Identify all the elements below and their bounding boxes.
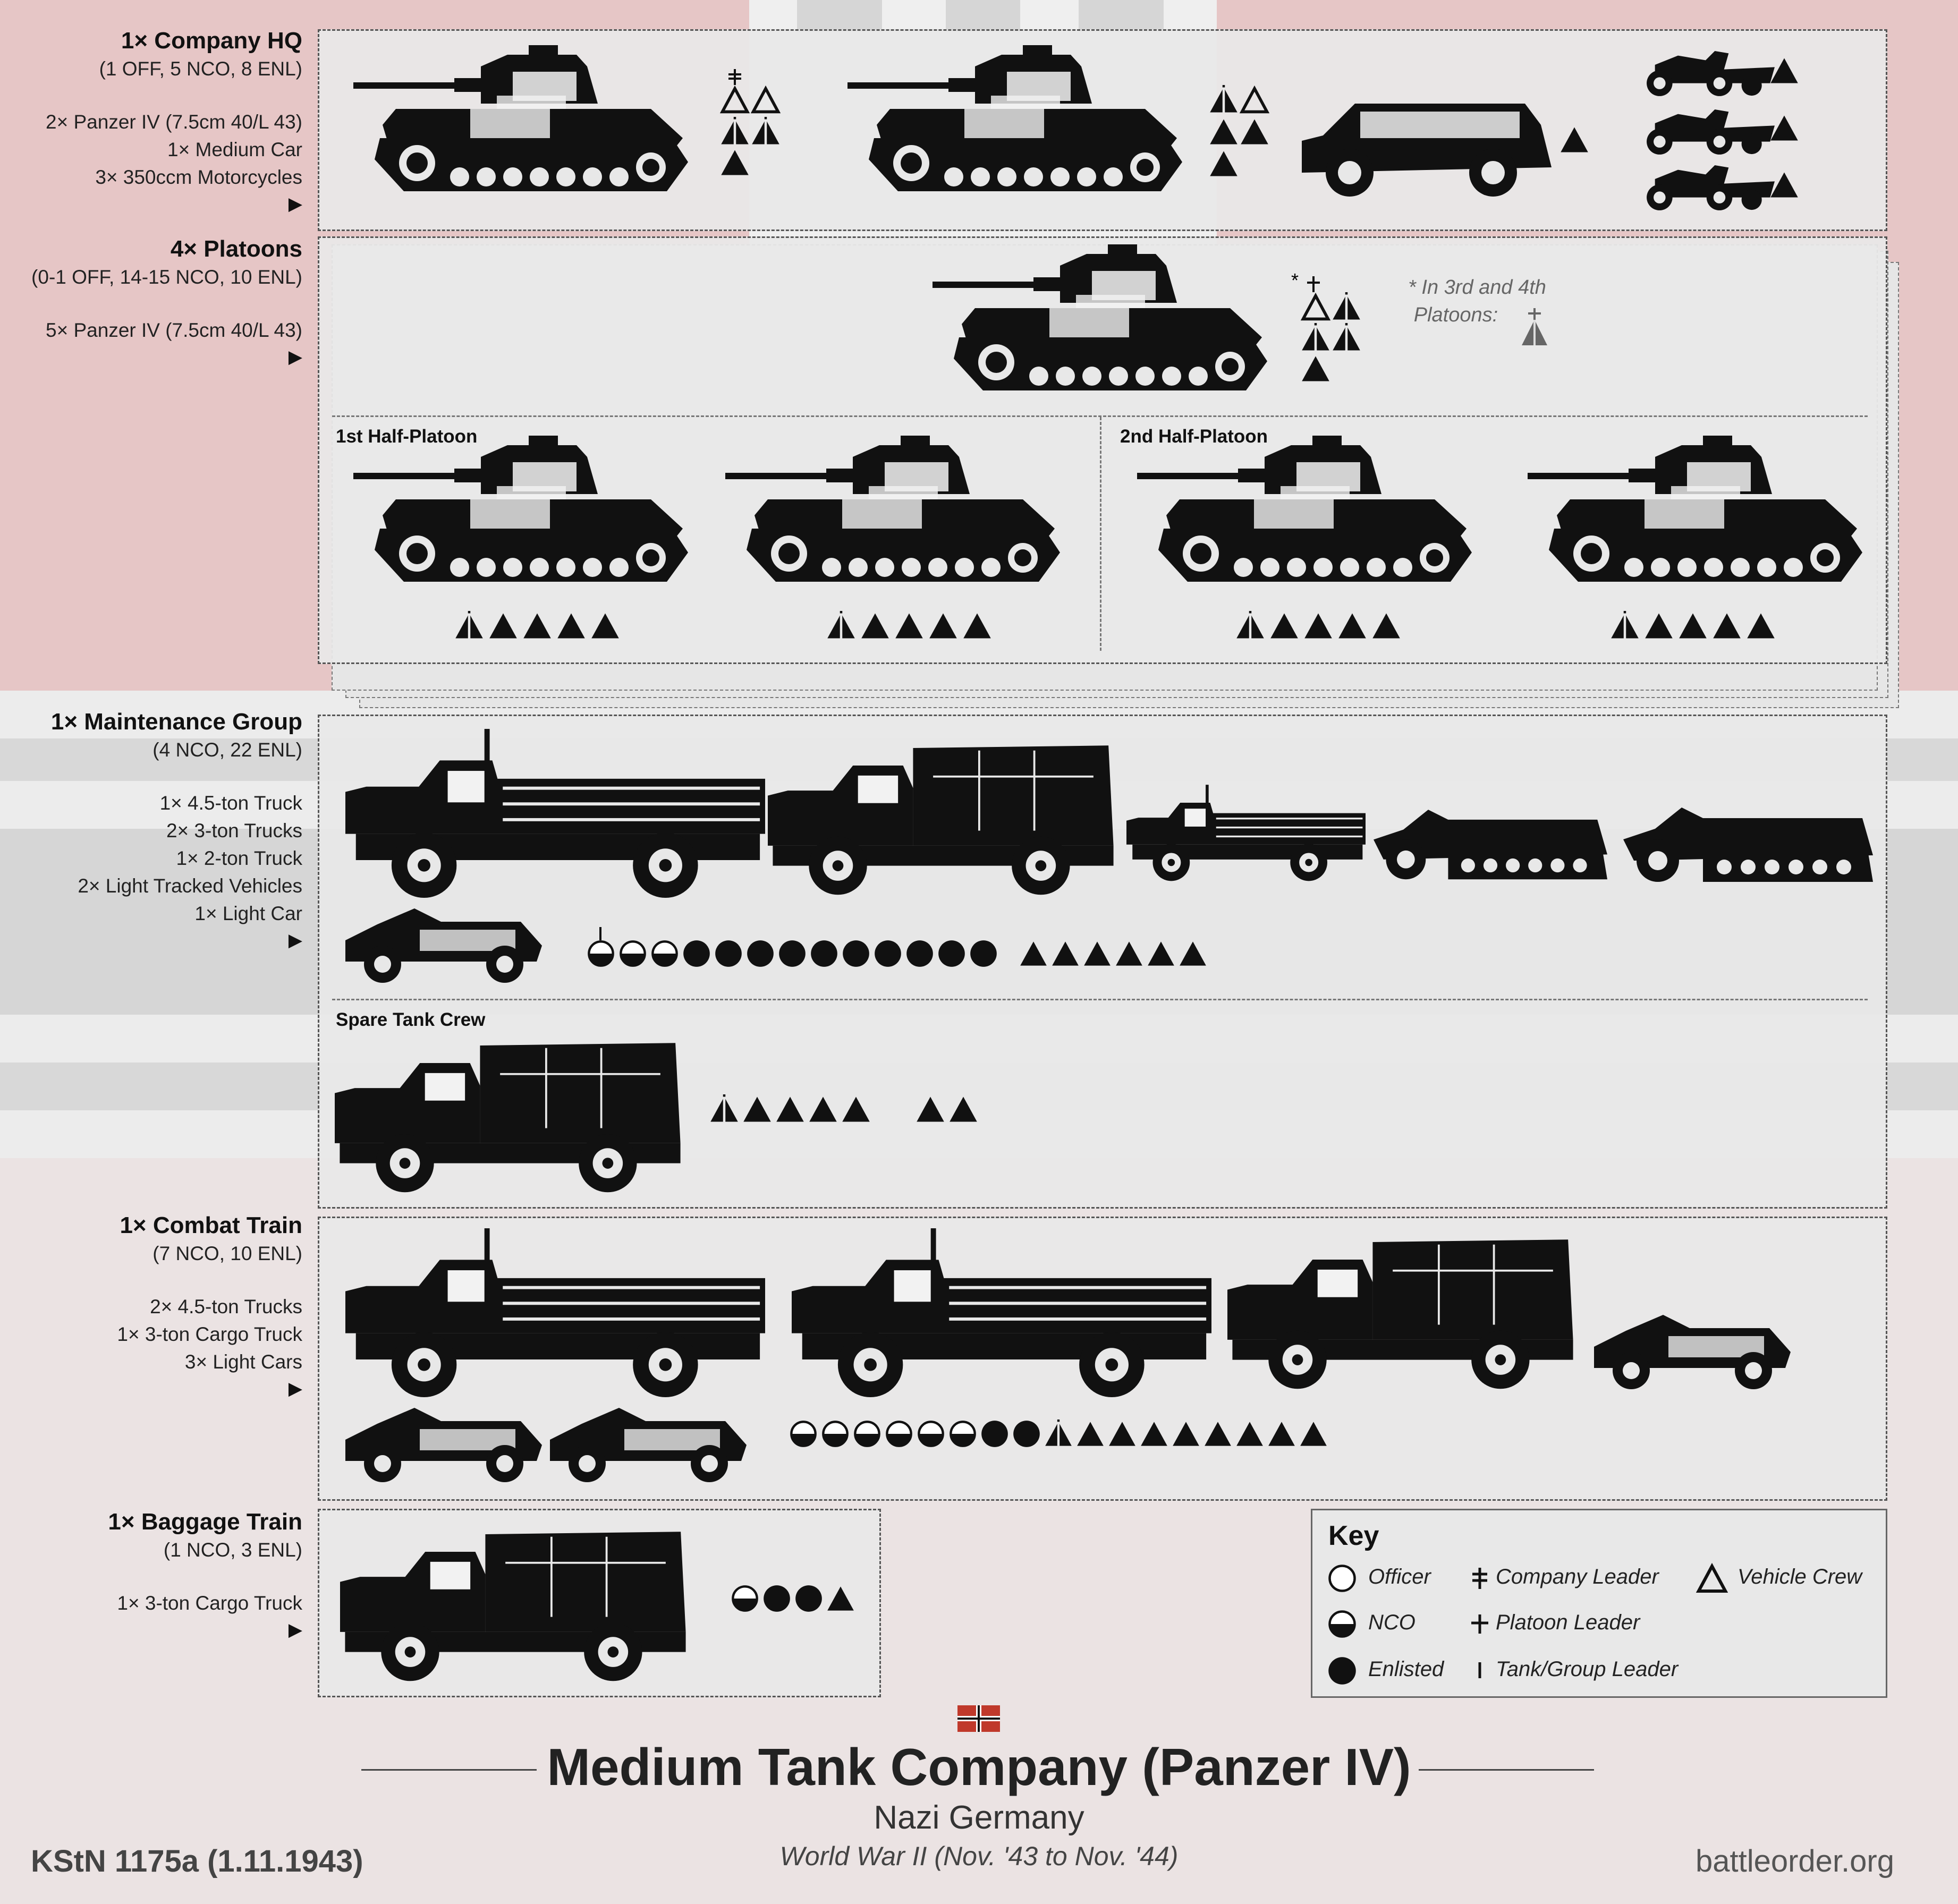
half-1-tank-2-crew [826,611,996,643]
hq-car-crew [1559,125,1591,157]
platoons-equipment-1: 5× Panzer IV (7.5cm 40/L 43) [31,317,302,344]
hq-label: 1× Company HQ (1 OFF, 5 NCO, 8 ENL) 2× P… [46,27,302,217]
combat-label: 1× Combat Train (7 NCO, 10 ENL) 2× 4.5-t… [117,1211,302,1401]
maintenance-divider [332,999,1868,1000]
key-platoon-leader: Platoon Leader [1496,1611,1640,1635]
baggage-personnel-marks [731,1583,858,1615]
half-2-tank-1-crew [1235,611,1405,643]
baggage-personnel: (1 NCO, 3 ENL) [108,1536,302,1564]
hq-arrow-icon: ▶ [46,191,302,217]
hq-equipment-2: 1× Medium Car [46,136,302,164]
baggage-arrow-icon: ▶ [108,1617,302,1643]
key-legend: Key Officer NCO Enlisted Company Leader … [1311,1509,1887,1698]
key-company-leader: Company Leader [1496,1565,1659,1589]
spare-crew-personnel [709,1094,986,1126]
baggage-equipment-1: 1× 3-ton Cargo Truck [108,1590,302,1617]
platoons-note-line1: * In 3rd and 4th [1397,274,1557,301]
platoon-leader-icon [1469,1612,1490,1636]
officer-icon [1327,1563,1357,1593]
combat-4-5-ton-truck-1 [345,1227,765,1402]
half-2-tank-2-crew [1610,611,1780,643]
half-2-tank-1 [1118,436,1496,590]
hq-motorcycle-2 [1637,104,1775,157]
maintenance-equipment-5: 1× Light Car [51,900,302,928]
key-officer: Officer [1368,1565,1431,1589]
maintenance-personnel: (4 NCO, 22 ENL) [51,736,302,764]
combat-personnel: (7 NCO, 10 ENL) [117,1240,302,1268]
company-leader-icon [1469,1567,1490,1590]
platoons-personnel: (0-1 OFF, 14-15 NCO, 10 ENL) [31,264,302,291]
combat-equipment-3: 3× Light Cars [117,1348,302,1376]
maint-2-ton-truck [1126,781,1366,887]
svg-text:*: * [1291,271,1299,291]
platoons-label: 4× Platoons (0-1 OFF, 14-15 NCO, 10 ENL)… [31,235,302,370]
page-title: Medium Tank Company (Panzer IV) [0,1737,1958,1797]
combat-light-car-1 [1594,1310,1791,1389]
country: Nazi Germany [0,1799,1958,1837]
baggage-title: 1× Baggage Train [108,1508,302,1536]
spare-crew-label: Spare Tank Crew [336,1009,485,1031]
half-1-tank-1-crew [454,611,624,643]
combat-equipment-1: 2× 4.5-ton Trucks [117,1293,302,1321]
maintenance-title: 1× Maintenance Group [51,708,302,736]
platoon-leader-tank [914,244,1291,398]
hq-moto-crew [1769,56,1801,215]
half-platoon-divider [1100,417,1101,651]
key-vehicle-crew: Vehicle Crew [1737,1565,1862,1589]
maint-4-5-ton-truck [345,728,765,903]
spare-crew-truck [335,1036,685,1195]
baggage-3-ton-truck [340,1525,691,1684]
designation: KStN 1175a (1.11.1943) [31,1843,363,1879]
hq-tank-1 [335,45,712,199]
half-1-tank-2 [707,436,1084,590]
maintenance-equipment-4: 2× Light Tracked Vehicles [51,872,302,900]
hq-medium-car [1302,93,1552,199]
maint-tracked-2 [1623,797,1873,887]
vehicle-crew-icon [1696,1562,1728,1594]
combat-light-car-3 [550,1402,747,1482]
hq-tank-2 [829,45,1206,199]
combat-title: 1× Combat Train [117,1211,302,1240]
combat-3-ton-truck [1227,1232,1578,1392]
platoon-leader-crew: * [1291,271,1366,382]
hq-crew-2 [1209,80,1278,186]
maintenance-equipment-1: 1× 4.5-ton Truck [51,789,302,817]
maint-3-ton-truck-1 [768,738,1118,898]
hq-equipment-1: 2× Panzer IV (7.5cm 40/L 43) [46,108,302,136]
source-link[interactable]: battleorder.org [1696,1843,1894,1879]
half-2-tank-2 [1525,436,1870,590]
german-flag-icon [957,1705,1000,1732]
maintenance-arrow-icon: ▶ [51,928,302,953]
maintenance-equipment-3: 1× 2-ton Truck [51,845,302,872]
maintenance-equipment-2: 2× 3-ton Trucks [51,817,302,845]
combat-equipment-2: 1× 3-ton Cargo Truck [117,1321,302,1348]
platoons-title: 4× Platoons [31,235,302,264]
nco-icon [1327,1609,1357,1639]
platoon-note-officer-icon [1520,308,1552,351]
combat-light-car-2 [345,1402,542,1482]
maint-light-car [345,903,542,983]
maint-tracked-1 [1374,797,1607,887]
hq-motorcycle-1 [1637,45,1775,98]
group-leader-icon [1469,1659,1490,1682]
half-1-tank-1 [335,436,712,590]
maint-personnel [584,924,1222,972]
key-title: Key [1328,1520,1379,1552]
key-enlisted: Enlisted [1368,1658,1444,1681]
combat-4-5-ton-truck-2 [792,1227,1211,1402]
hq-motorcycle-3 [1637,159,1775,212]
hq-equipment-3: 3× 350ccm Motorcycles [46,164,302,191]
maintenance-label: 1× Maintenance Group (4 NCO, 22 ENL) 1× … [51,708,302,953]
baggage-label: 1× Baggage Train (1 NCO, 3 ENL) 1× 3-ton… [108,1508,302,1643]
platoons-arrow-icon: ▶ [31,344,302,370]
combat-arrow-icon: ▶ [117,1376,302,1401]
enlisted-icon [1327,1656,1357,1686]
hq-personnel: (1 OFF, 5 NCO, 8 ENL) [46,55,302,83]
hq-crew-1 [720,69,816,181]
key-nco: NCO [1368,1611,1415,1635]
combat-personnel-marks [789,1418,1347,1450]
hq-title: 1× Company HQ [46,27,302,55]
key-group-leader: Tank/Group Leader [1496,1658,1678,1681]
